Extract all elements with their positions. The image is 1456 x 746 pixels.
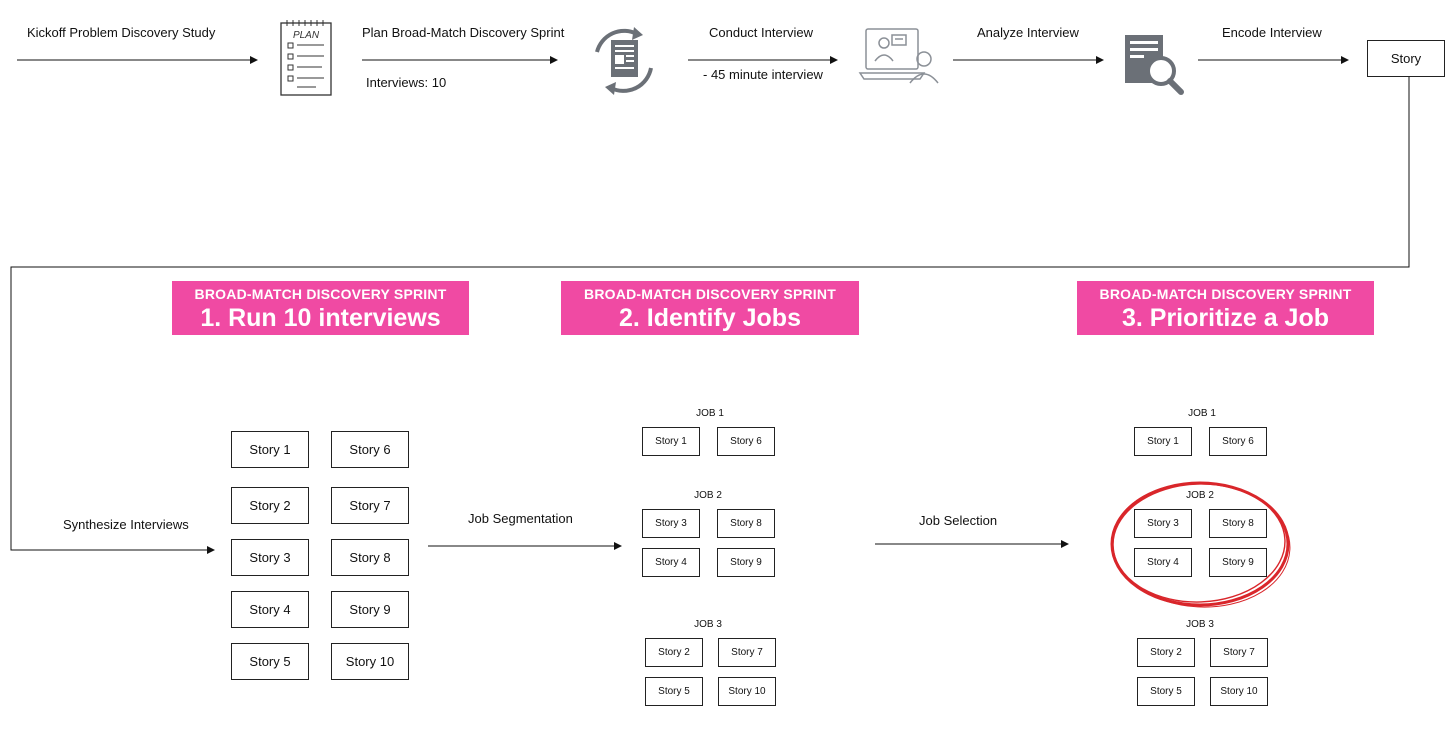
banner-sub: BROAD-MATCH DISCOVERY SPRINT: [1099, 286, 1352, 302]
story-box: Story 6: [331, 431, 409, 468]
job-title: JOB 3: [694, 619, 722, 630]
job-story-box: Story 10: [718, 677, 776, 706]
job-story-box: Story 7: [1210, 638, 1268, 667]
highlight-circle: [1110, 481, 1291, 608]
banner-run-interviews: BROAD-MATCH DISCOVERY SPRINT 1. Run 10 i…: [172, 281, 469, 335]
story-box: Story 7: [331, 487, 409, 524]
job-title: JOB 1: [1188, 408, 1216, 419]
job-title: JOB 1: [696, 408, 724, 419]
job-story-box: Story 4: [642, 548, 700, 577]
segmentation-label: Job Segmentation: [468, 511, 573, 526]
story-box: Story 10: [331, 643, 409, 680]
job-story-box: Story 10: [1210, 677, 1268, 706]
job-title: JOB 2: [694, 490, 722, 501]
encode-label: Encode Interview: [1222, 25, 1322, 40]
selection-label: Job Selection: [919, 513, 998, 528]
job-story-box: Story 6: [717, 427, 775, 456]
job-story-box: Story 3: [1134, 509, 1192, 538]
job-title: JOB 3: [1186, 619, 1214, 630]
plan-note: Interviews: 10: [366, 75, 447, 90]
banner-main: 3. Prioritize a Job: [1121, 304, 1329, 332]
job-title: JOB 2: [1186, 490, 1214, 501]
job-story-box: Story 4: [1134, 548, 1192, 577]
job-story-box: Story 3: [642, 509, 700, 538]
banner-main: 2. Identify Jobs: [619, 304, 801, 332]
job-story-box: Story 5: [1137, 677, 1195, 706]
video-call-icon: [858, 25, 940, 87]
banner-prioritize-job: BROAD-MATCH DISCOVERY SPRINT 3. Prioriti…: [1077, 281, 1374, 335]
job-story-box: Story 2: [1137, 638, 1195, 667]
job-story-box: Story 9: [717, 548, 775, 577]
plan-label: Plan Broad-Match Discovery Sprint: [362, 25, 565, 40]
job-story-box: Story 8: [717, 509, 775, 538]
story-box: Story 3: [231, 539, 309, 576]
document-cycle-icon: [585, 22, 663, 100]
job-story-box: Story 7: [718, 638, 776, 667]
document-search-icon: [1123, 33, 1187, 97]
job-story-box: Story 6: [1209, 427, 1267, 456]
plan-checklist-icon: PLAN: [278, 18, 336, 98]
job-story-box: Story 5: [645, 677, 703, 706]
story-box: Story 9: [331, 591, 409, 628]
conduct-note: - 45 minute interview: [703, 67, 823, 82]
story-box: Story 8: [331, 539, 409, 576]
plan-icon-text: PLAN: [293, 30, 320, 41]
banner-main: 1. Run 10 interviews: [200, 304, 441, 332]
banner-sub: BROAD-MATCH DISCOVERY SPRINT: [194, 286, 447, 302]
banner-identify-jobs: BROAD-MATCH DISCOVERY SPRINT 2. Identify…: [561, 281, 859, 335]
story-box: Story 5: [231, 643, 309, 680]
story-output-box: Story: [1367, 40, 1445, 77]
synthesize-label: Synthesize Interviews: [63, 517, 189, 532]
job-story-box: Story 8: [1209, 509, 1267, 538]
story-box: Story 2: [231, 487, 309, 524]
conduct-label: Conduct Interview: [709, 25, 814, 40]
analyze-label: Analyze Interview: [977, 25, 1079, 40]
kickoff-label: Kickoff Problem Discovery Study: [27, 25, 216, 40]
job-story-box: Story 1: [1134, 427, 1192, 456]
job-story-box: Story 1: [642, 427, 700, 456]
job-story-box: Story 2: [645, 638, 703, 667]
banner-sub: BROAD-MATCH DISCOVERY SPRINT: [584, 286, 836, 302]
job-story-box: Story 9: [1209, 548, 1267, 577]
story-box: Story 1: [231, 431, 309, 468]
story-box: Story 4: [231, 591, 309, 628]
connector-story-return: [10, 77, 1410, 554]
